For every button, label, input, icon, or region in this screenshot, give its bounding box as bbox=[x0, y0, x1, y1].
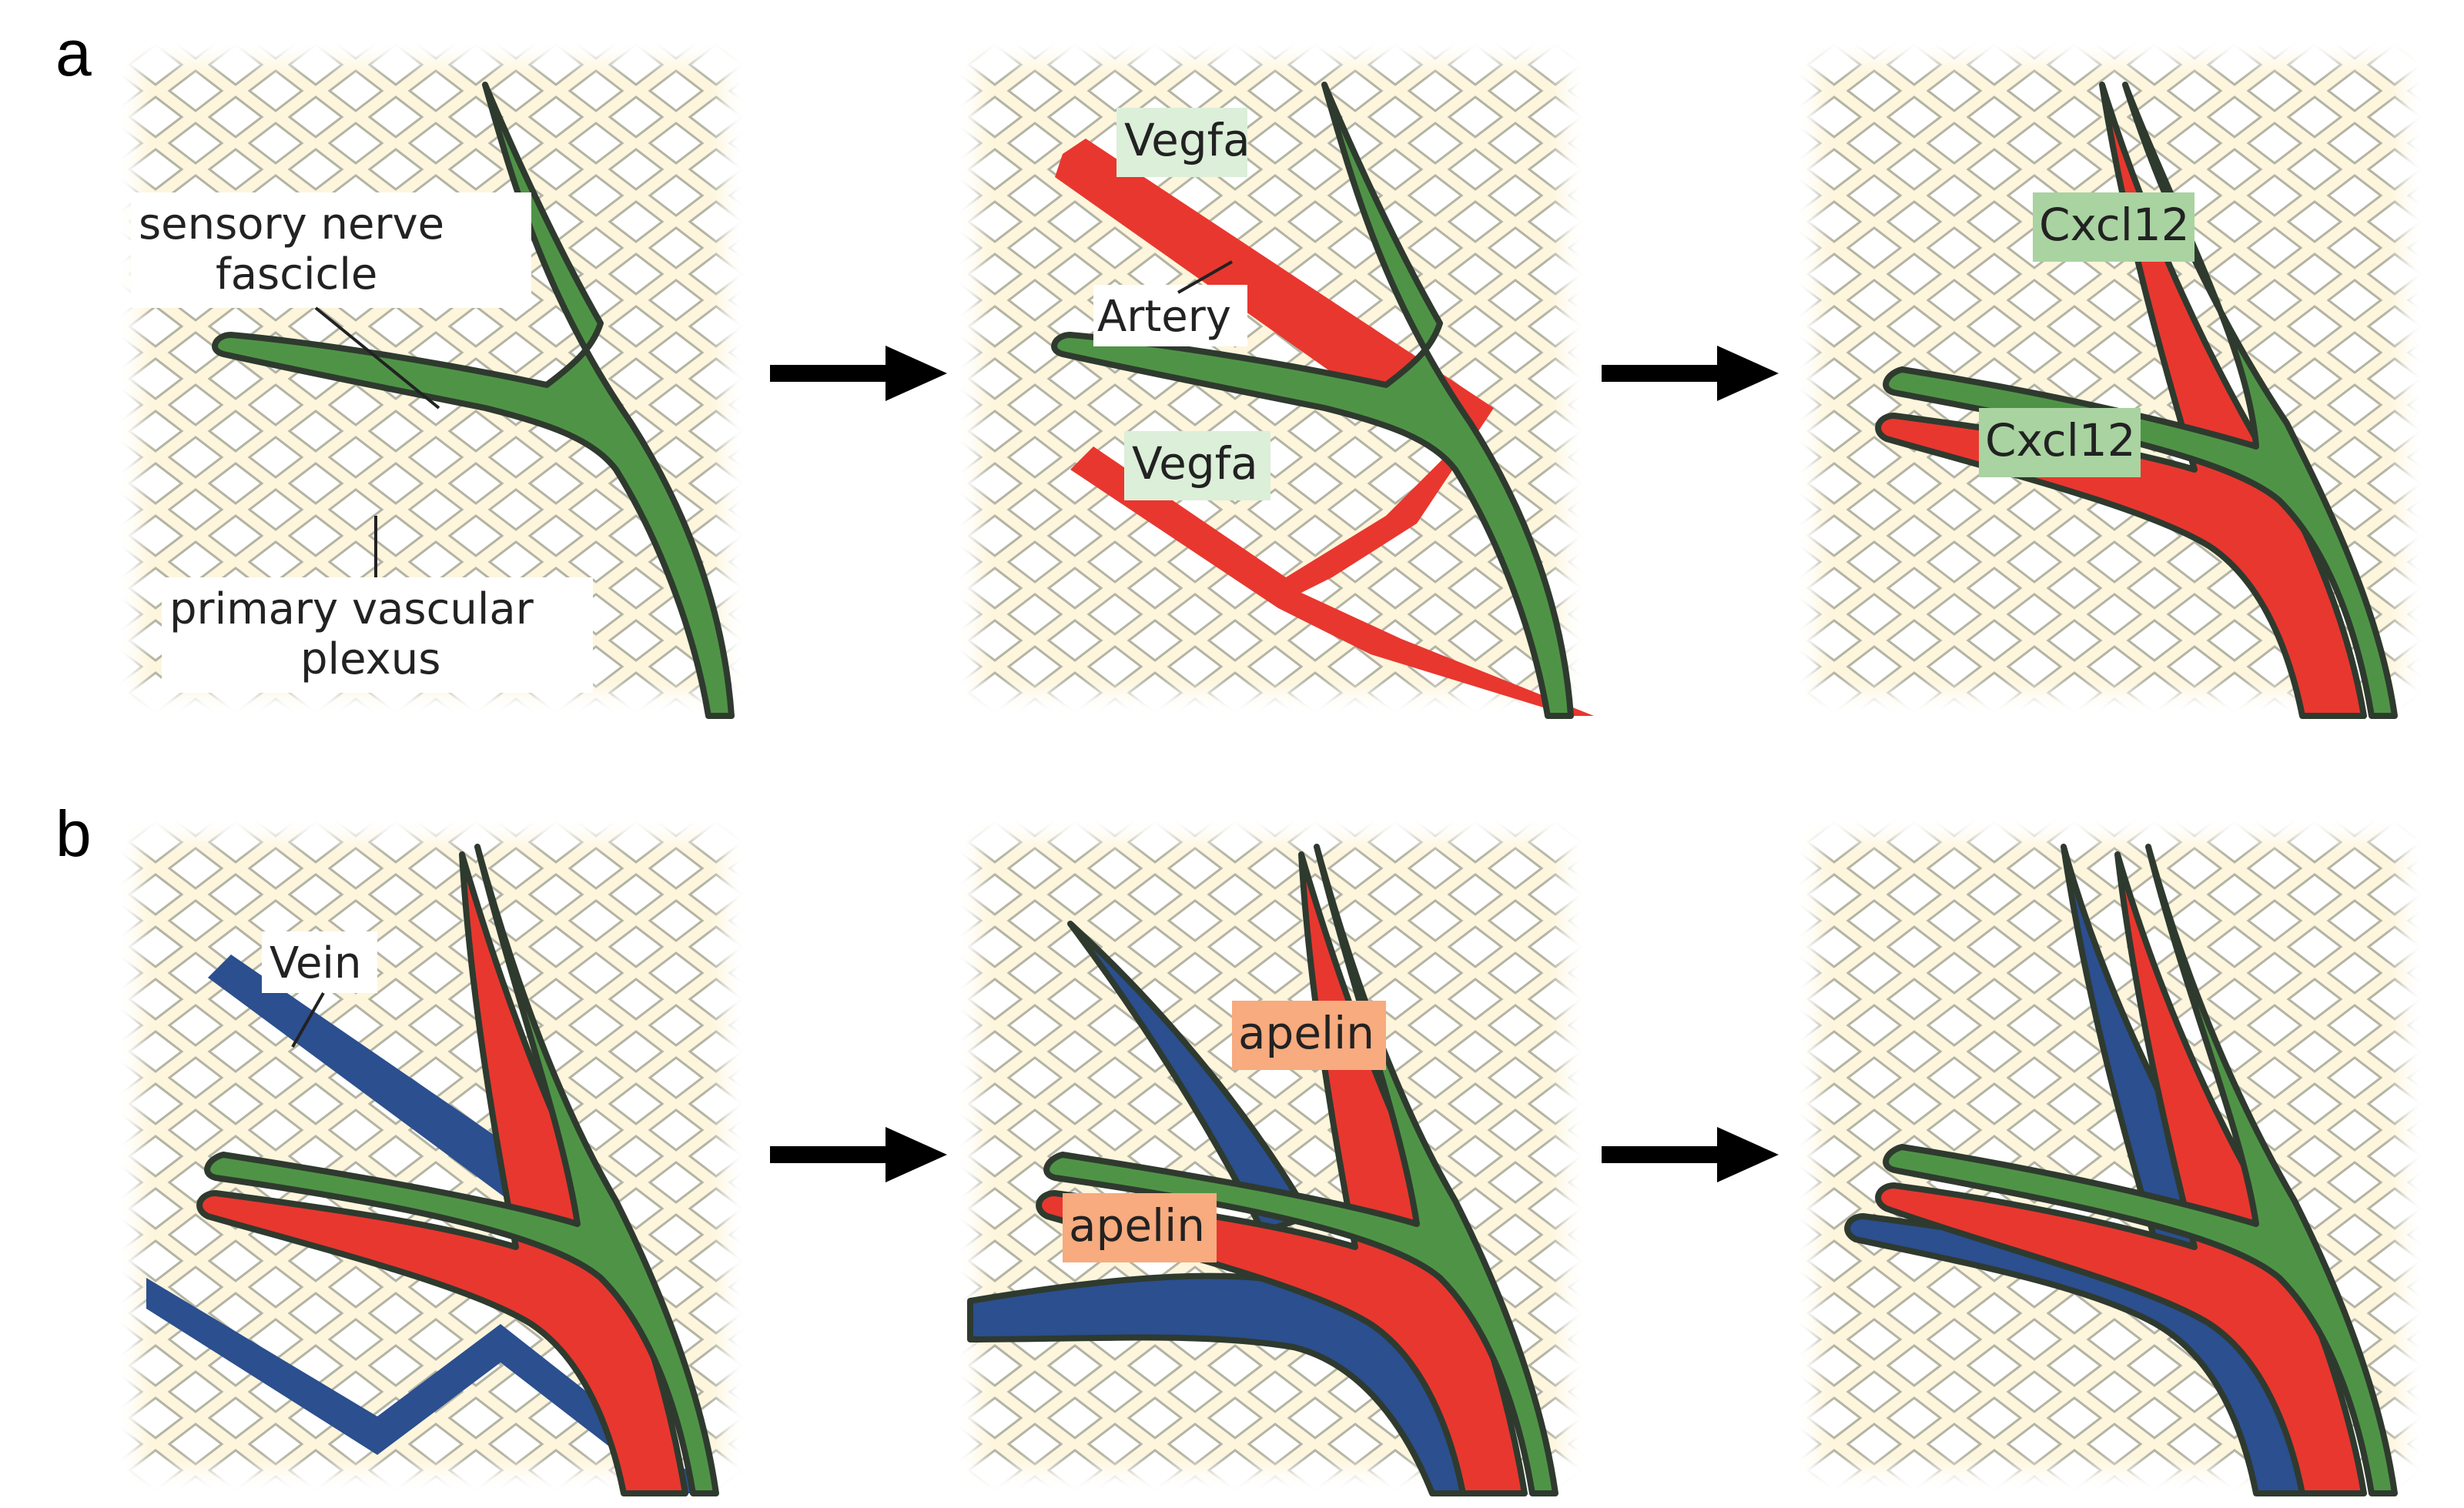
label-apelin-top: apelin bbox=[1238, 1007, 1374, 1059]
cxcl12-tag bbox=[1979, 408, 2141, 477]
right-arrow-icon bbox=[1602, 346, 1779, 401]
nerve-fascicle bbox=[212, 82, 735, 719]
apelin-tag bbox=[1232, 1001, 1386, 1070]
nerve-fascicle bbox=[204, 844, 719, 1496]
pointer-vein bbox=[291, 992, 325, 1048]
nerve-fascicle bbox=[1883, 844, 2398, 1496]
cxcl12-tag bbox=[2033, 192, 2194, 262]
label-sensory-nerve: sensory nerve bbox=[139, 199, 444, 249]
label-vegfa-bottom: Vegfa bbox=[1132, 437, 1258, 490]
pointer-nerve bbox=[314, 306, 440, 410]
label-primary-vascular: primary vascular bbox=[169, 584, 534, 634]
panel-b1: Vein bbox=[116, 816, 747, 1496]
nerve-fascicle bbox=[1043, 844, 1558, 1496]
label-cxcl12-bottom: Cxcl12 bbox=[1985, 414, 2136, 466]
label-vein: Vein bbox=[270, 938, 361, 988]
pointer-artery bbox=[1177, 260, 1233, 294]
panel-letter-b: b bbox=[55, 797, 92, 870]
label-vegfa-top: Vegfa bbox=[1124, 114, 1250, 166]
artery bbox=[1055, 139, 1594, 716]
label-artery: Artery bbox=[1097, 292, 1231, 342]
vegfa-tag bbox=[1124, 431, 1270, 500]
panel-letter-a: a bbox=[55, 17, 92, 89]
label-fascicle: fascicle bbox=[216, 249, 377, 299]
panel-a2: Vegfa Artery Vegfa bbox=[955, 38, 1594, 719]
right-arrow-icon bbox=[770, 1127, 947, 1182]
label-apelin-bottom: apelin bbox=[1069, 1199, 1205, 1252]
right-arrow-icon bbox=[1602, 1127, 1779, 1182]
nerve-fascicle bbox=[1883, 82, 2398, 719]
panel-b2: apelin apelin bbox=[955, 816, 1586, 1496]
panel-a3: Cxcl12 Cxcl12 bbox=[1794, 38, 2426, 719]
right-arrow-icon bbox=[770, 346, 947, 401]
nerve-fascicle bbox=[1051, 82, 1574, 719]
vegfa-tag bbox=[1116, 108, 1247, 177]
label-cxcl12-top: Cxcl12 bbox=[2039, 199, 2190, 251]
apelin-tag bbox=[1063, 1193, 1217, 1262]
panel-a1: sensory nerve fascicle primary vascular … bbox=[116, 38, 747, 719]
label-plexus: plexus bbox=[300, 634, 440, 684]
panel-b3 bbox=[1794, 816, 2426, 1496]
